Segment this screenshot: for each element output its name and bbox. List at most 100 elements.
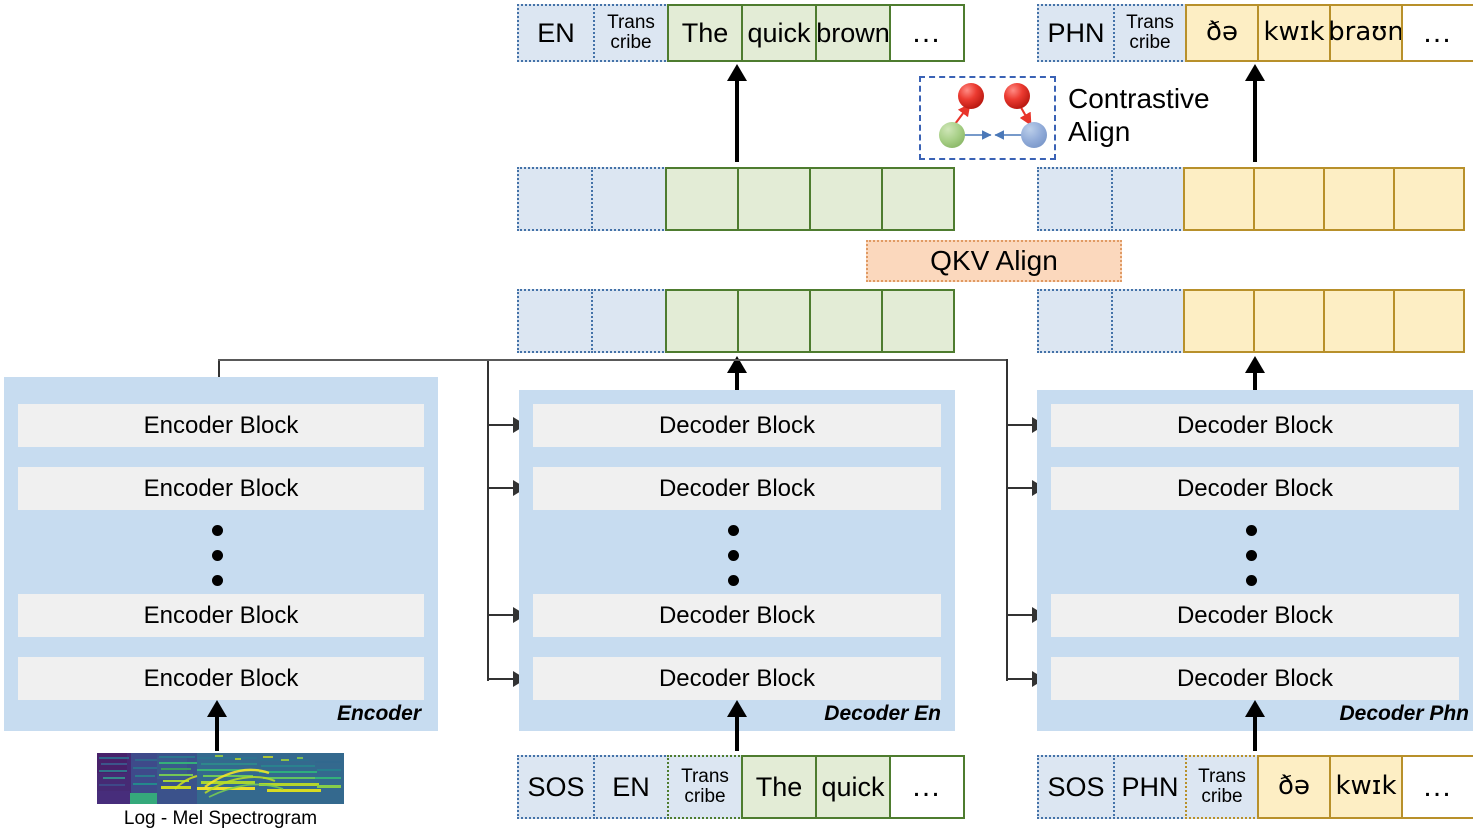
input-phn-sequence-cell-2-label: PHN bbox=[1121, 771, 1179, 802]
hidden-phn-top-row-cell-4[interactable] bbox=[1253, 167, 1325, 231]
hidden-en-mid-row-cell-2[interactable] bbox=[591, 289, 667, 353]
cross-attn-arrow-en-2 bbox=[489, 487, 524, 489]
input-en-sequence-cell-4-label: The bbox=[755, 771, 803, 802]
output-phn-sequence-cell-2[interactable]: Trans cribe bbox=[1113, 4, 1187, 62]
hidden-phn-top-row-cell-2[interactable] bbox=[1111, 167, 1185, 231]
decoder-phn-block-4[interactable]: Decoder Block bbox=[1051, 657, 1459, 700]
output-en-sequence-cell-2[interactable]: Trans cribe bbox=[593, 4, 669, 62]
input-en-sequence-cell-2[interactable]: EN bbox=[593, 755, 669, 819]
output-phn-sequence-cell-6-label: … bbox=[1422, 16, 1454, 50]
input-phn-sequence-cell-3-label: Trans cribe bbox=[1198, 766, 1246, 807]
hidden-phn-mid-row-cell-4[interactable] bbox=[1253, 289, 1325, 353]
hidden-en-top-row-cell-6[interactable] bbox=[881, 167, 955, 231]
hidden-phn-top-row bbox=[1037, 167, 1467, 231]
hidden-phn-mid-row-cell-3[interactable] bbox=[1183, 289, 1255, 353]
input-en-sequence-cell-1[interactable]: SOS bbox=[517, 755, 595, 819]
encoder-block-2[interactable]: Encoder Block bbox=[18, 467, 424, 510]
input-phn-sequence-cell-4-label: ðə bbox=[1278, 771, 1310, 802]
encoder-to-decoder-phn-bus-top bbox=[487, 359, 1007, 361]
hidden-phn-top-row-cell-5[interactable] bbox=[1323, 167, 1395, 231]
decoder-phn-panel: Decoder Block Decoder Block Decoder Bloc… bbox=[1037, 390, 1473, 731]
encoder-label: Encoder bbox=[336, 702, 421, 725]
decoder-phn-block-2[interactable]: Decoder Block bbox=[1051, 467, 1459, 510]
hidden-en-mid-row bbox=[517, 289, 957, 353]
output-phn-sequence-cell-5[interactable]: braʊn bbox=[1328, 4, 1404, 62]
arrow-decoder-en-to-hidden bbox=[735, 371, 739, 402]
hidden-en-top-row bbox=[517, 167, 957, 231]
hidden-en-top-row-cell-1[interactable] bbox=[517, 167, 593, 231]
hidden-en-top-row-cell-2[interactable] bbox=[591, 167, 667, 231]
decoder-en-block-3[interactable]: Decoder Block bbox=[533, 594, 941, 637]
arrow-spectrogram-to-encoder bbox=[215, 715, 219, 751]
arrow-en-hidden-to-output bbox=[735, 79, 739, 162]
output-phn-sequence-cell-6[interactable]: … bbox=[1401, 4, 1473, 62]
hidden-en-mid-row-cell-5[interactable] bbox=[809, 289, 883, 353]
input-phn-sequence-cell-5-label: kwɪk bbox=[1335, 771, 1397, 802]
cross-attn-arrow-en-3 bbox=[489, 614, 524, 616]
output-en-sequence-cell-6[interactable]: … bbox=[889, 4, 965, 62]
output-phn-sequence-cell-4[interactable]: kwɪk bbox=[1257, 4, 1331, 62]
encoder-block-3[interactable]: Encoder Block bbox=[18, 594, 424, 637]
anchor-red-left-node bbox=[958, 83, 984, 109]
hidden-phn-mid-row-cell-5[interactable] bbox=[1323, 289, 1395, 353]
encoder-block-1[interactable]: Encoder Block bbox=[18, 404, 424, 447]
hidden-phn-top-row-cell-6[interactable] bbox=[1393, 167, 1465, 231]
decoder-en-block-2[interactable]: Decoder Block bbox=[533, 467, 941, 510]
hidden-en-top-row-cell-5[interactable] bbox=[809, 167, 883, 231]
decoder-en-block-4[interactable]: Decoder Block bbox=[533, 657, 941, 700]
decoder-phn-ellipsis-dots bbox=[1246, 525, 1257, 586]
hidden-en-mid-row-cell-3[interactable] bbox=[665, 289, 739, 353]
input-en-sequence-cell-6[interactable]: … bbox=[889, 755, 965, 819]
hidden-en-top-row-cell-4[interactable] bbox=[737, 167, 811, 231]
contrastive-align-label: Contrastive Align bbox=[1068, 83, 1210, 148]
cross-attn-arrow-phn-2 bbox=[1008, 487, 1043, 489]
input-en-sequence-cell-5-label: quick bbox=[821, 771, 885, 802]
decoder-phn-block-3[interactable]: Decoder Block bbox=[1051, 594, 1459, 637]
qkv-align-box[interactable]: QKV Align bbox=[866, 240, 1122, 282]
decoder-phn-block-1[interactable]: Decoder Block bbox=[1051, 404, 1459, 447]
hidden-phn-mid-row-cell-2[interactable] bbox=[1111, 289, 1185, 353]
cross-attn-arrow-phn-1 bbox=[1008, 424, 1043, 426]
hidden-phn-top-row-cell-3[interactable] bbox=[1183, 167, 1255, 231]
hidden-phn-top-row-cell-1[interactable] bbox=[1037, 167, 1113, 231]
decoder-en-block-1[interactable]: Decoder Block bbox=[533, 404, 941, 447]
cross-attn-arrow-phn-3 bbox=[1008, 614, 1043, 616]
hidden-en-mid-row-cell-4[interactable] bbox=[737, 289, 811, 353]
hidden-phn-mid-row-cell-6[interactable] bbox=[1393, 289, 1465, 353]
arrow-phn-hidden-to-output bbox=[1253, 79, 1257, 162]
encoder-block-4[interactable]: Encoder Block bbox=[18, 657, 424, 700]
log-mel-spectrogram-image bbox=[97, 753, 344, 804]
output-en-sequence-cell-5[interactable]: brown bbox=[815, 4, 891, 62]
input-phn-sequence-cell-3[interactable]: Trans cribe bbox=[1185, 755, 1259, 819]
output-en-sequence-cell-3-label: The bbox=[681, 17, 729, 48]
input-en-sequence-cell-6-label: … bbox=[911, 770, 943, 804]
output-en-sequence-cell-3[interactable]: The bbox=[667, 4, 743, 62]
input-phn-sequence-cell-4[interactable]: ðə bbox=[1257, 755, 1331, 819]
input-en-sequence: SOS EN Trans cribe The quick … bbox=[517, 755, 965, 819]
output-phn-sequence-cell-1[interactable]: PHN bbox=[1037, 4, 1115, 62]
input-en-sequence-cell-5[interactable]: quick bbox=[815, 755, 891, 819]
input-en-sequence-cell-2-label: EN bbox=[612, 771, 650, 802]
hidden-en-mid-row-cell-1[interactable] bbox=[517, 289, 593, 353]
cross-attn-arrow-en-1 bbox=[489, 424, 524, 426]
input-phn-sequence-cell-1[interactable]: SOS bbox=[1037, 755, 1115, 819]
hidden-phn-mid-row-cell-1[interactable] bbox=[1037, 289, 1113, 353]
input-en-sequence-cell-4[interactable]: The bbox=[741, 755, 817, 819]
encoder-to-decoder-en-bus-top bbox=[218, 359, 488, 361]
input-phn-sequence-cell-5[interactable]: kwɪk bbox=[1329, 755, 1403, 819]
input-en-sequence-cell-1-label: SOS bbox=[527, 771, 585, 802]
input-phn-sequence-cell-6[interactable]: … bbox=[1401, 755, 1473, 819]
output-en-sequence-cell-1[interactable]: EN bbox=[517, 4, 595, 62]
input-en-sequence-cell-3[interactable]: Trans cribe bbox=[667, 755, 743, 819]
decoder-en-cross-attn-bus bbox=[487, 359, 489, 681]
input-phn-sequence-cell-2[interactable]: PHN bbox=[1113, 755, 1187, 819]
output-phn-sequence-cell-3[interactable]: ðə bbox=[1185, 4, 1259, 62]
arrow-input-phn-to-decoder bbox=[1253, 715, 1257, 751]
output-en-sequence-cell-4[interactable]: quick bbox=[741, 4, 817, 62]
hidden-en-mid-row-cell-6[interactable] bbox=[881, 289, 955, 353]
output-en-sequence-cell-6-label: … bbox=[911, 16, 943, 50]
output-phn-sequence-cell-1-label: PHN bbox=[1047, 17, 1105, 48]
hidden-en-top-row-cell-3[interactable] bbox=[665, 167, 739, 231]
output-en-sequence-cell-4-label: quick bbox=[747, 17, 811, 48]
